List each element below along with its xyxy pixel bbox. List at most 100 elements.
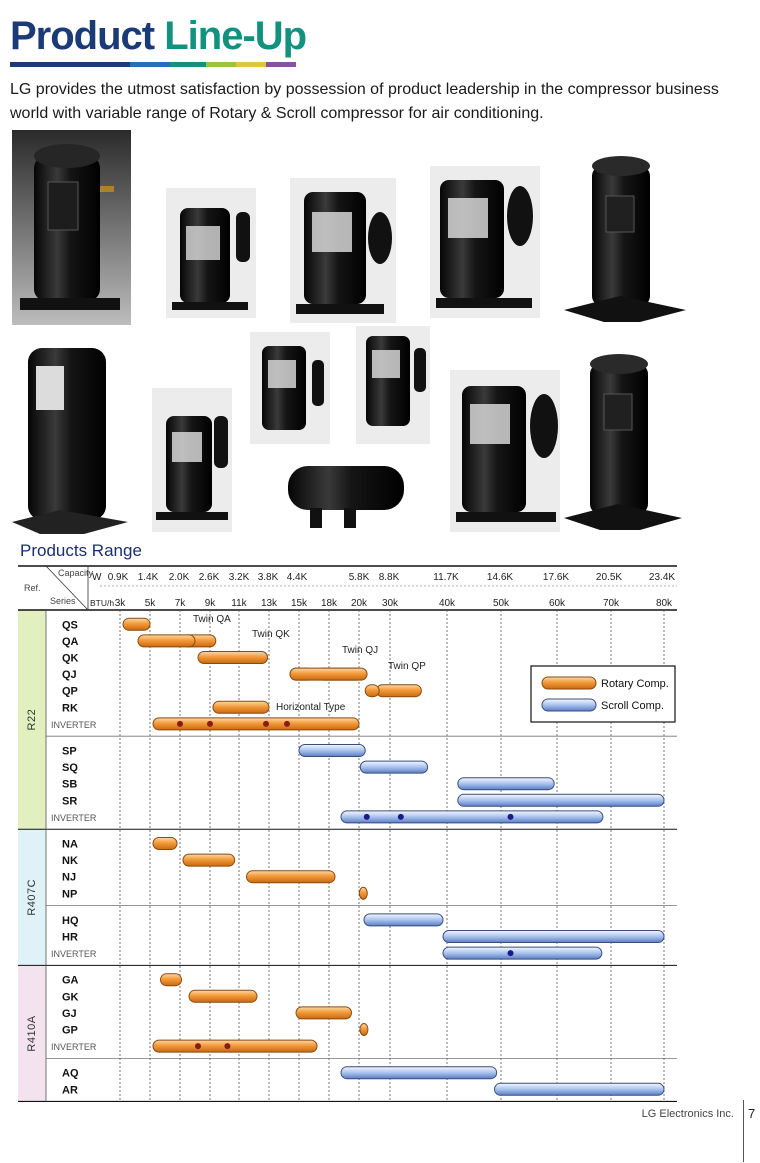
scroll-bar	[457, 793, 665, 807]
page-title: Product Line-Up	[10, 10, 307, 62]
compressor-photo-9	[356, 326, 430, 444]
legend-scroll-label: Scroll Comp.	[601, 700, 664, 712]
btu-tick-label: 18k	[321, 598, 338, 609]
compressor-photo-collage	[10, 130, 688, 534]
w-tick-label: 1.4K	[138, 572, 159, 583]
ref-band	[18, 965, 46, 1102]
legend-scroll-swatch	[541, 698, 597, 712]
series-label: GA	[62, 975, 79, 987]
title-part-product: Product	[10, 14, 155, 58]
btu-tick-label: 20k	[351, 598, 368, 609]
series-label: QP	[62, 686, 78, 698]
btu-tick-label: 13k	[261, 598, 278, 609]
series-label: GK	[62, 991, 79, 1003]
w-tick-label: 23.4K	[649, 572, 675, 583]
compressor-photo-8	[250, 332, 330, 444]
inverter-dot	[224, 1043, 231, 1050]
header-diagonal	[45, 565, 89, 611]
inverter-dot	[397, 813, 404, 820]
series-label: SR	[62, 795, 77, 807]
ref-label: R407C	[26, 879, 38, 916]
scroll-bar	[298, 744, 366, 757]
w-tick-label: 14.6K	[487, 572, 513, 583]
intro-text: LG provides the utmost satisfaction by p…	[10, 81, 719, 122]
rotary-bar	[197, 651, 268, 664]
scroll-bar	[442, 930, 665, 943]
rotary-bar	[137, 634, 196, 648]
scroll-bar	[340, 810, 604, 824]
btu-tick-label: 15k	[291, 598, 308, 609]
w-tick-label: 2.6K	[199, 572, 220, 583]
rotary-bar	[182, 853, 236, 867]
scroll-bar	[359, 760, 429, 774]
compressor-photo-12	[560, 352, 684, 532]
inverter-dot	[177, 720, 183, 727]
rotary-bar	[246, 870, 336, 884]
series-label: INVERTER	[51, 1042, 97, 1052]
btu-tick-label: 40k	[439, 598, 456, 609]
inverter-dot	[363, 813, 370, 820]
compressor-photo-6	[10, 340, 130, 534]
w-tick-label: 11.7K	[433, 572, 459, 583]
rotary-bar	[160, 973, 182, 987]
inverter-dot	[507, 950, 514, 957]
rotary-bar	[364, 684, 380, 698]
series-label: QS	[62, 619, 78, 631]
compressor-photo-5	[560, 156, 688, 324]
w-tick-label: 8.8K	[379, 572, 400, 583]
rotary-bar	[375, 684, 422, 698]
compressor-photo-4	[430, 166, 540, 318]
inverter-dot	[195, 1043, 201, 1050]
series-label: QK	[62, 653, 79, 665]
rotary-bar	[359, 1023, 369, 1036]
footer-company: LG Electronics Inc.	[641, 1108, 734, 1120]
series-label: NK	[62, 855, 78, 867]
ref-band	[18, 610, 46, 830]
header-ref-label: Ref.	[24, 583, 41, 593]
series-label: SP	[62, 746, 77, 758]
ref-label: R22	[26, 709, 38, 731]
series-label: AQ	[62, 1068, 79, 1080]
rotary-bar	[289, 667, 368, 681]
series-label: NP	[62, 888, 77, 900]
series-label: GJ	[62, 1008, 77, 1020]
series-label: INVERTER	[51, 813, 97, 823]
w-tick-label: 4.4K	[287, 572, 308, 583]
scroll-bar	[457, 777, 555, 791]
w-tick-label: 3.2K	[229, 572, 250, 583]
chart-annotation: Horizontal Type	[276, 702, 346, 713]
ref-label: R410A	[26, 1015, 38, 1051]
series-label: SB	[62, 779, 77, 791]
scroll-bar	[340, 1066, 498, 1080]
title-color-bar	[10, 62, 296, 67]
compressor-photos	[0, 126, 760, 536]
btu-tick-label: 70k	[603, 598, 620, 609]
title-part-lineup: Line-Up	[164, 14, 307, 58]
compressor-photo-3	[290, 178, 396, 323]
w-tick-label: 2.0K	[169, 572, 190, 583]
series-label: INVERTER	[51, 949, 97, 959]
compressor-photo-2	[166, 188, 256, 318]
rotary-bar	[295, 1006, 352, 1020]
rotary-bar	[358, 886, 368, 900]
rotary-bar	[152, 837, 178, 850]
btu-tick-label: 5k	[145, 598, 157, 609]
series-label: NJ	[62, 872, 76, 884]
w-tick-label: 0.9K	[108, 572, 129, 583]
legend-rotary-swatch	[541, 676, 597, 690]
series-label: AR	[62, 1084, 78, 1096]
series-label: QA	[62, 636, 79, 648]
rotary-bar	[152, 1039, 318, 1053]
inverter-dot	[507, 813, 514, 820]
w-tick-label: 3.8K	[258, 572, 279, 583]
inverter-dot	[284, 720, 290, 727]
ref-band	[18, 829, 46, 966]
header-capacity-label: Capacity	[58, 568, 94, 578]
chart-annotation: Twin QA	[193, 614, 231, 625]
series-label: GP	[62, 1025, 78, 1037]
compressor-photo-7	[152, 388, 232, 532]
series-label: NA	[62, 839, 78, 851]
btu-tick-label: 30k	[382, 598, 399, 609]
btu-tick-label: 80k	[656, 598, 673, 609]
